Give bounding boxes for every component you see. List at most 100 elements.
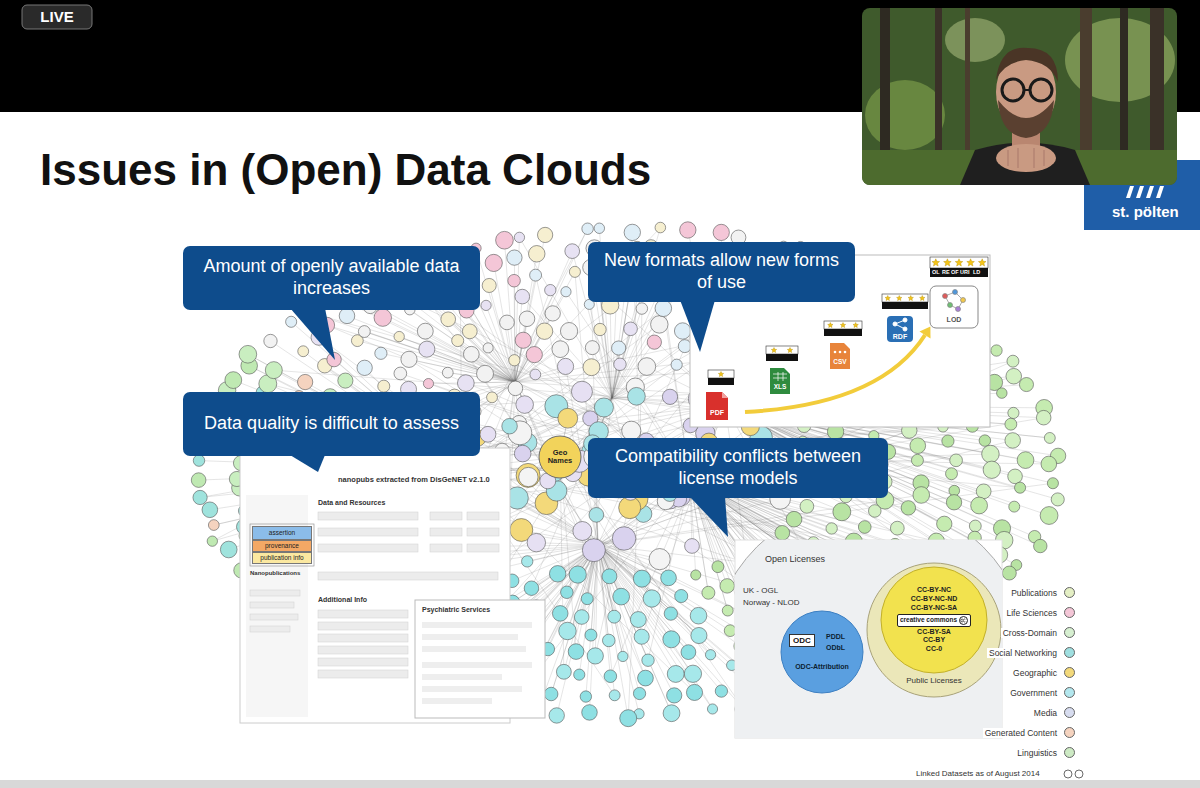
dataset-bubble [480,426,496,442]
dataset-bubble [265,362,282,379]
dataset-bubble [991,345,1002,356]
dataset-bubble [800,499,814,513]
license-text: CC-0 [926,645,942,654]
legend-text: Media [1032,708,1059,718]
star [771,348,776,353]
dataset-bubble [613,588,630,605]
legend-text: Social Networking [987,648,1059,658]
dataset-bubble [582,223,593,234]
dataset-bubble [549,566,565,582]
dataset-link [522,297,612,398]
dataset-bubble [713,224,729,240]
dataset-bubble [545,284,556,295]
dataset-bubble [556,664,571,679]
dataset-bubble [684,665,701,682]
star [967,259,975,266]
dataset-bubble [239,345,257,363]
dataset-bubble [482,278,496,292]
dataset-link [589,545,598,712]
dataset-bubble [487,392,498,403]
dataset-bubble [826,523,837,534]
dataset-bubble [702,586,715,599]
license-text: CC-BY-NC [917,586,951,595]
dataset-bubble [602,569,617,584]
slide-background [0,112,1200,780]
dataset-screenshot [240,448,545,723]
dataset-bubble [514,445,531,462]
star-step [882,294,928,309]
legend-item: Publications [930,587,1075,598]
dataset-bubble [630,612,646,628]
venn-circle-circle [735,540,1002,738]
screenshot-heading: nanopubs extracted from DisGeNET v2.1.0 [338,476,490,485]
dataset-bubble [979,435,991,447]
star-box [882,294,928,302]
dataset-bubble [1009,501,1020,512]
dataset-bubble [604,670,617,683]
dataset-bubble [1005,433,1021,449]
license-text: ODC-Attribution [780,663,864,671]
nanopub-part: provenance [252,540,312,552]
legend-item: Geographic [930,667,1075,678]
license-text: CC-BY-NC-ND [911,595,958,604]
dataset-bubble [690,607,707,624]
dataset-bubble [982,445,1000,463]
callout-box: New formats allow new forms of use [588,242,855,302]
dataset-bubble [580,691,591,702]
dataset-bubble [647,335,661,349]
dataset-bubble [636,303,647,314]
callout-text: Compatibility conflicts between license … [598,446,878,489]
dataset-bubble [868,505,881,518]
licence-icons [1064,770,1083,778]
license-family-circle-circle [881,567,987,673]
dataset-bubble [574,669,585,680]
figure-caption: Linked Datasets as of August 2014 [916,769,1040,778]
dataset-link [598,545,671,639]
xls-icon [770,368,790,394]
dataset-bubble [609,690,620,701]
dataset-bubble [1005,418,1017,430]
legend-text: Generated Content [983,728,1059,738]
dataset-bubble [638,358,656,376]
format-label: RDF [887,333,913,341]
logo-mark [1126,186,1164,198]
dataset-link [598,545,628,718]
legend-swatch [1064,747,1075,758]
dataset-bubble [536,323,552,339]
license-family-circle: ODCPDDLODbLODC-Attribution [780,610,864,694]
dataset-bubble [1044,432,1055,443]
callout-box: Data quality is difficult to assess [183,392,480,456]
live-badge-text: LIVE [22,5,92,29]
progress-arrowhead [920,327,931,339]
dataset-bubble [264,334,277,347]
dataset-bubble [191,473,206,488]
dataset-bubble [561,287,571,297]
dataset-bubble [661,570,677,586]
dataset-bubble [674,323,690,339]
dataset-bubble [1008,469,1023,484]
dataset-link [515,382,744,709]
dataset-link [383,318,515,382]
dataset-bubble [538,227,553,242]
dataset-bubble [664,607,677,620]
dataset-bubble [508,274,521,287]
dataset-bubble [585,629,597,641]
legend-item: Life Sciences [930,607,1075,618]
dataset-bubble [519,467,538,486]
dataset-bubble [950,454,963,467]
license-text: Open Licenses [765,554,825,564]
license-text: UK - OGL [743,586,778,595]
dataset-bubble [507,250,522,265]
dataset-bubble [516,463,540,487]
criteria-abbr: URI [960,269,969,275]
star [787,348,792,353]
dataset-bubble [946,495,961,510]
dataset-bubble [582,539,605,562]
dataset-link [312,313,515,382]
legend-item: Social Networking [930,647,1075,658]
dataset-bubble [890,521,904,535]
legend-text: Cross-Domain [1001,628,1059,638]
dataset-bubble [569,566,586,583]
license-family-circle-outline [780,610,864,694]
dataset-bubble [1051,493,1064,506]
